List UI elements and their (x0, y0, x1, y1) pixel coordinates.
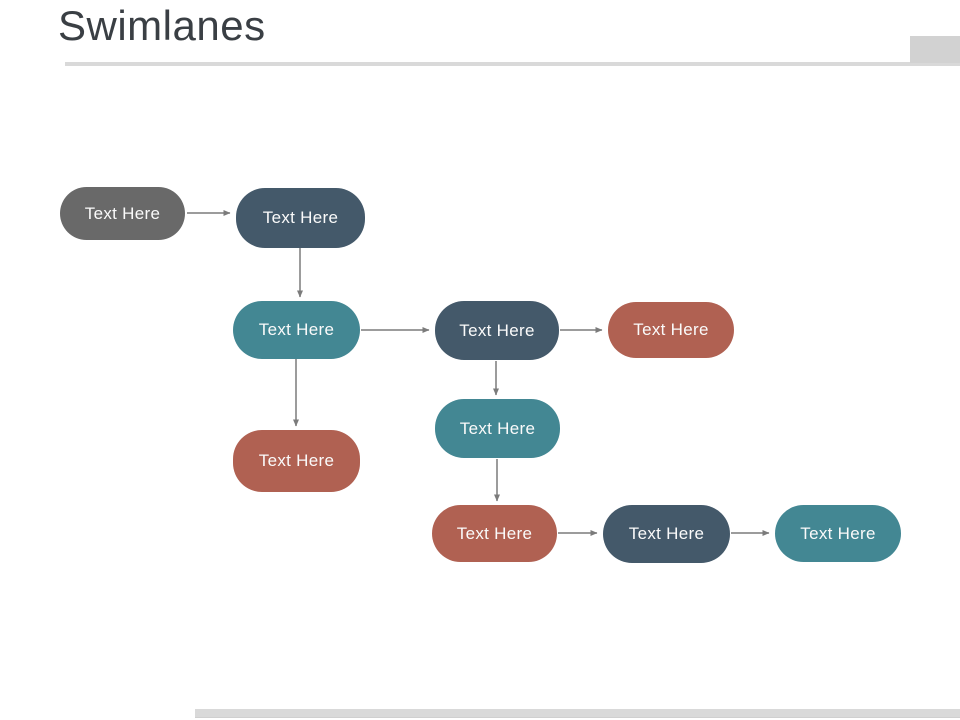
flow-node-label: Text Here (258, 451, 335, 470)
flow-node-label: Text Here (800, 523, 876, 543)
flow-node-step-2[interactable]: Text Here (233, 301, 360, 359)
flow-node-label: Text Here (459, 418, 536, 438)
flow-node-end[interactable]: Text Here (775, 505, 901, 562)
flow-node-label: Text Here (456, 523, 533, 543)
flow-node-step-3-out[interactable]: Text Here (608, 302, 734, 358)
flow-node-step-4[interactable]: Text Here (435, 399, 560, 458)
flow-node-label: Text Here (633, 320, 709, 339)
flow-node-step-3[interactable]: Text Here (435, 301, 559, 360)
flow-node-step-1[interactable]: Text Here (236, 188, 365, 248)
slide-title: Swimlanes (58, 2, 266, 49)
flow-node-step-6[interactable]: Text Here (603, 505, 730, 563)
corner-accent-block (910, 36, 960, 63)
flow-node-label: Text Here (258, 320, 335, 339)
flow-node-label: Text Here (628, 524, 705, 543)
flow-node-start[interactable]: Text Here (60, 187, 185, 240)
flow-node-step-5[interactable]: Text Here (432, 505, 557, 562)
flow-node-step-2-end[interactable]: Text Here (233, 430, 360, 492)
flow-node-label: Text Here (262, 208, 339, 227)
footer-bar (195, 709, 960, 718)
flow-node-label: Text Here (84, 203, 161, 223)
flow-node-label: Text Here (459, 320, 535, 340)
title-underline (65, 62, 960, 66)
